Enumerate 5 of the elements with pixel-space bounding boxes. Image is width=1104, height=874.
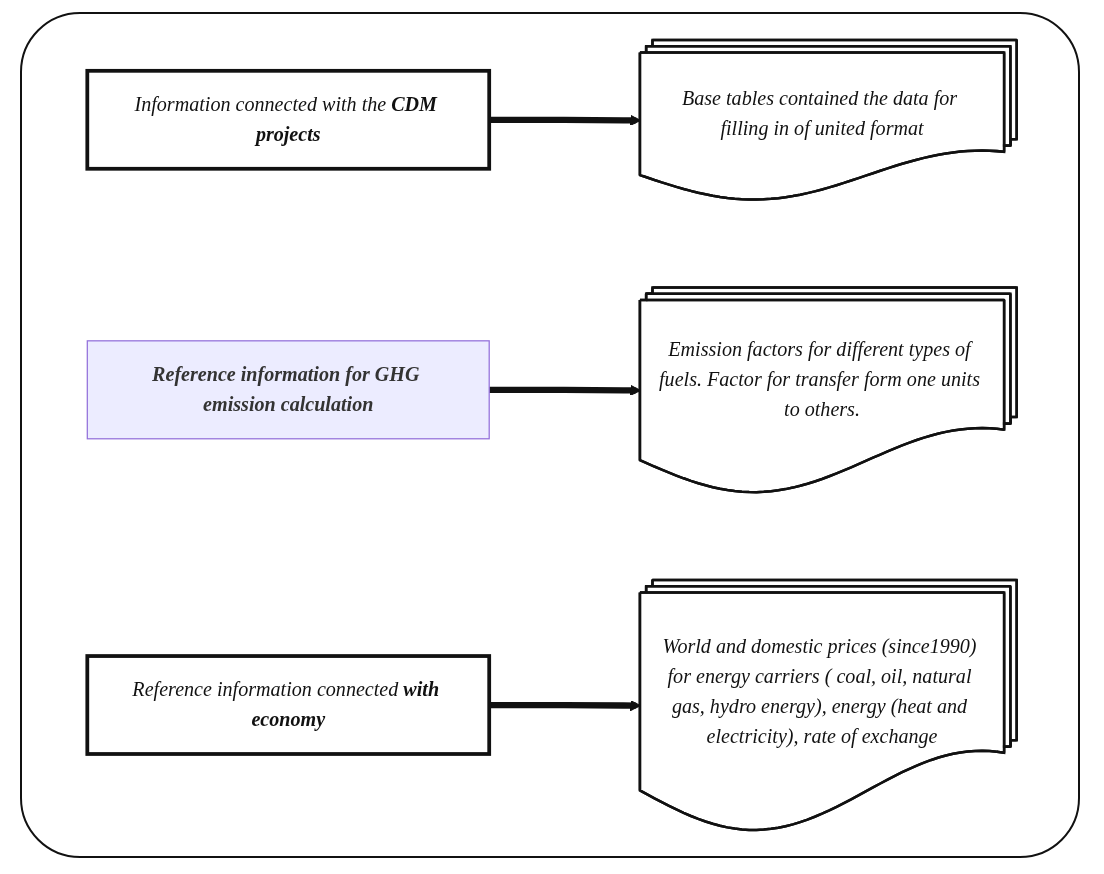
arrow xyxy=(489,700,642,712)
node-box: Information connected with the CDM projects xyxy=(85,68,492,171)
node-box: Reference information for GHG emission calculation xyxy=(86,340,490,440)
arrow xyxy=(489,114,642,126)
node-box: Reference information connected with economy xyxy=(85,654,492,756)
